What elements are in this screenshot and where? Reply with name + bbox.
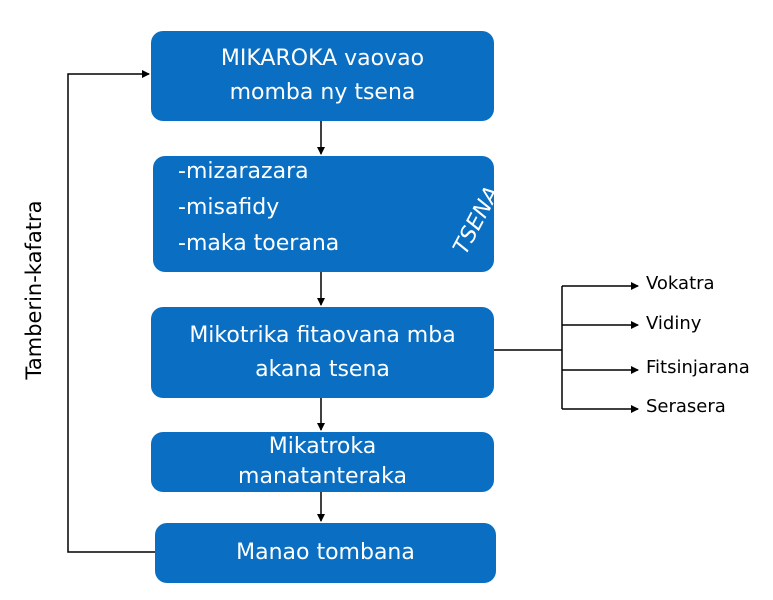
branch-label-1: Vokatra	[646, 273, 715, 294]
step-box-implementation: Mikatroka manatanteraka	[151, 432, 494, 492]
step-box-evaluation: Manao tombana	[155, 523, 496, 583]
box4-line-2: manatanteraka	[238, 464, 407, 489]
step-box-market-research: MIKAROKA vaovao momba ny tsena	[151, 31, 494, 121]
branch-label-3: Fitsinjarana	[646, 357, 750, 378]
branch-label-2: Vidiny	[646, 313, 702, 334]
box3-line-1: Mikotrika fitaovana mba	[189, 322, 456, 348]
box3-line-2: akana tsena	[255, 356, 390, 382]
box1-line-2: momba ny tsena	[229, 80, 416, 105]
feedback-label: Tamberin-kafatra	[22, 200, 46, 380]
step-box-marketing-tools: Mikotrika fitaovana mba akana tsena	[151, 307, 494, 398]
box2-line-3: -maka toerana	[178, 231, 340, 256]
step-box-segmentation: -mizarazara -misafidy -maka toerana	[153, 156, 494, 272]
box2-line-2: -misafidy	[178, 195, 280, 220]
box2-line-1: -mizarazara	[178, 159, 309, 184]
branch-label-4: Serasera	[646, 396, 726, 417]
feedback-loop-line	[67, 70, 155, 553]
box4-line-1: Mikatroka	[268, 434, 377, 459]
box1-line-1: MIKAROKA vaovao	[220, 46, 425, 71]
box5-line-1: Manao tombana	[236, 540, 415, 565]
